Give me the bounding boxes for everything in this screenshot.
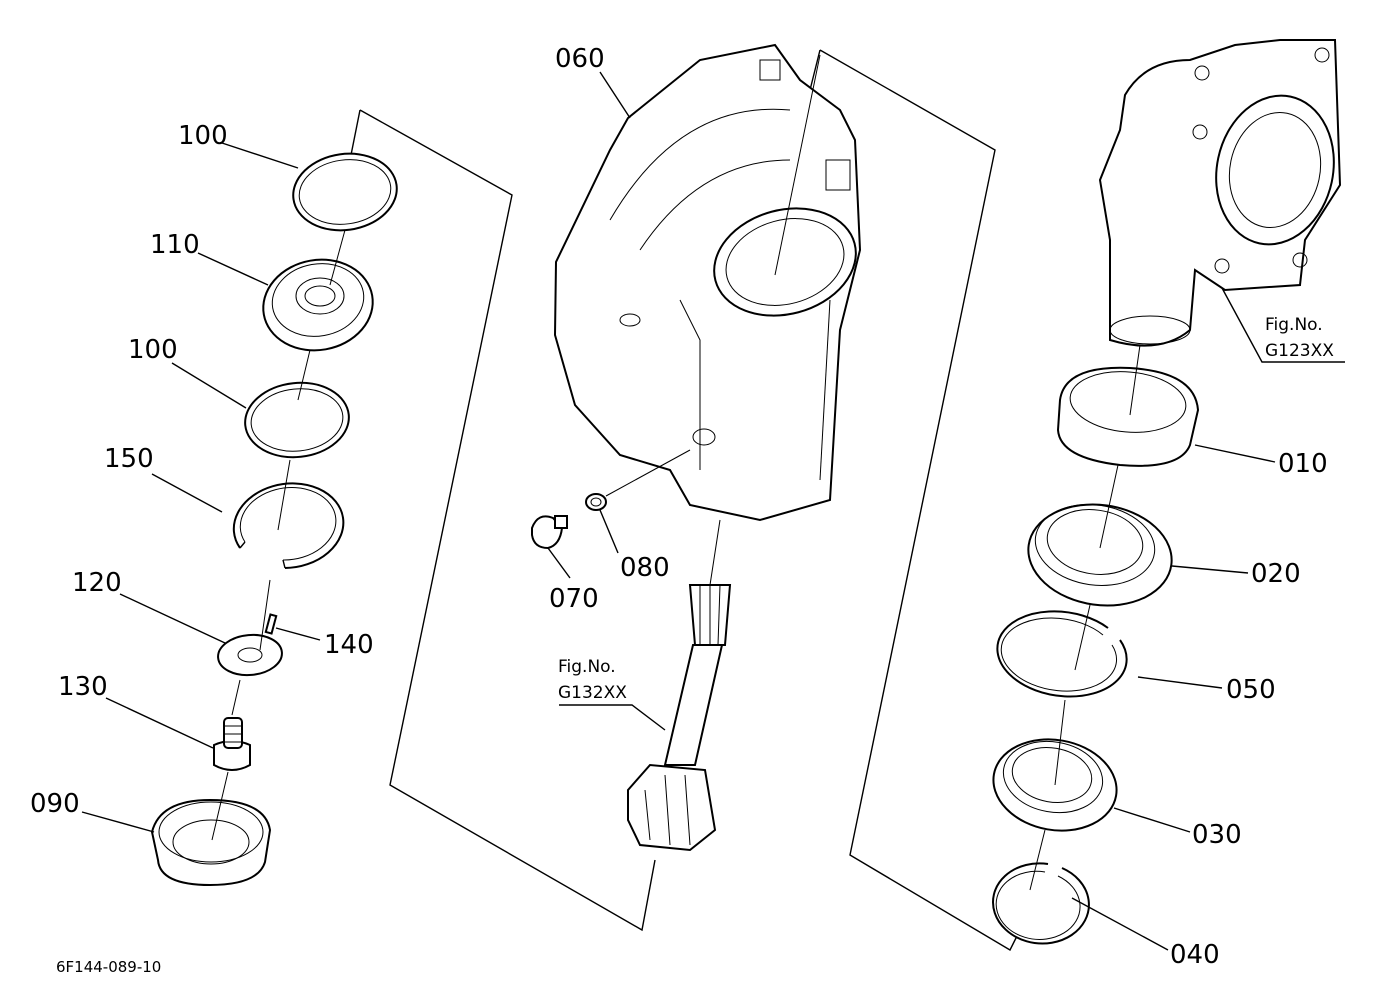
fig-ref-number-g123xx[interactable]: G123XX [1265,341,1334,361]
fig-ref-caption-g123xx: Fig.No. [1265,315,1323,335]
part-070-plug[interactable] [531,515,568,550]
callout-100-lower: 100 [128,335,178,365]
callout-130: 130 [58,672,108,702]
callout-020: 020 [1251,559,1301,589]
shaft-pinion-assembly[interactable] [627,584,732,852]
part-080-seal-washer[interactable] [585,493,607,511]
callout-070: 070 [549,584,599,614]
callout-090: 090 [30,789,80,819]
callout-140: 140 [324,630,374,660]
callout-030: 030 [1192,820,1242,850]
part-040-snap-ring[interactable] [992,862,1090,945]
part-010-oil-seal[interactable] [1056,366,1200,467]
part-050-snap-ring[interactable] [996,610,1128,698]
callout-010: 010 [1278,449,1328,479]
diagram-code: 6F144-089-10 [56,958,161,976]
callout-110: 110 [150,230,200,260]
part-090-cap[interactable] [150,798,272,887]
part-060-gear-housing[interactable] [553,43,868,522]
part-110-ball-bearing[interactable] [256,251,380,359]
leader-lines [81,71,1345,951]
callout-050: 050 [1226,675,1276,705]
part-140-pin[interactable] [264,613,278,635]
callout-150: 150 [104,444,154,474]
callout-060: 060 [555,44,605,74]
callout-120: 120 [72,568,122,598]
callout-040: 040 [1170,940,1220,970]
part-130-bolt[interactable] [213,717,251,771]
part-150-snap-ring[interactable] [232,482,345,569]
fig-ref-number-g132xx[interactable]: G132XX [558,683,627,703]
callout-100-top: 100 [178,121,228,151]
part-120-washer[interactable] [216,632,283,677]
part-100-top-shim[interactable] [288,147,402,237]
fig-ref-caption-g132xx: Fig.No. [558,657,616,677]
callout-080: 080 [620,553,670,583]
reference-housing-g123xx[interactable] [1098,39,1347,347]
part-100-lower-shim[interactable] [241,378,352,462]
part-020-bearing[interactable] [1022,495,1179,614]
